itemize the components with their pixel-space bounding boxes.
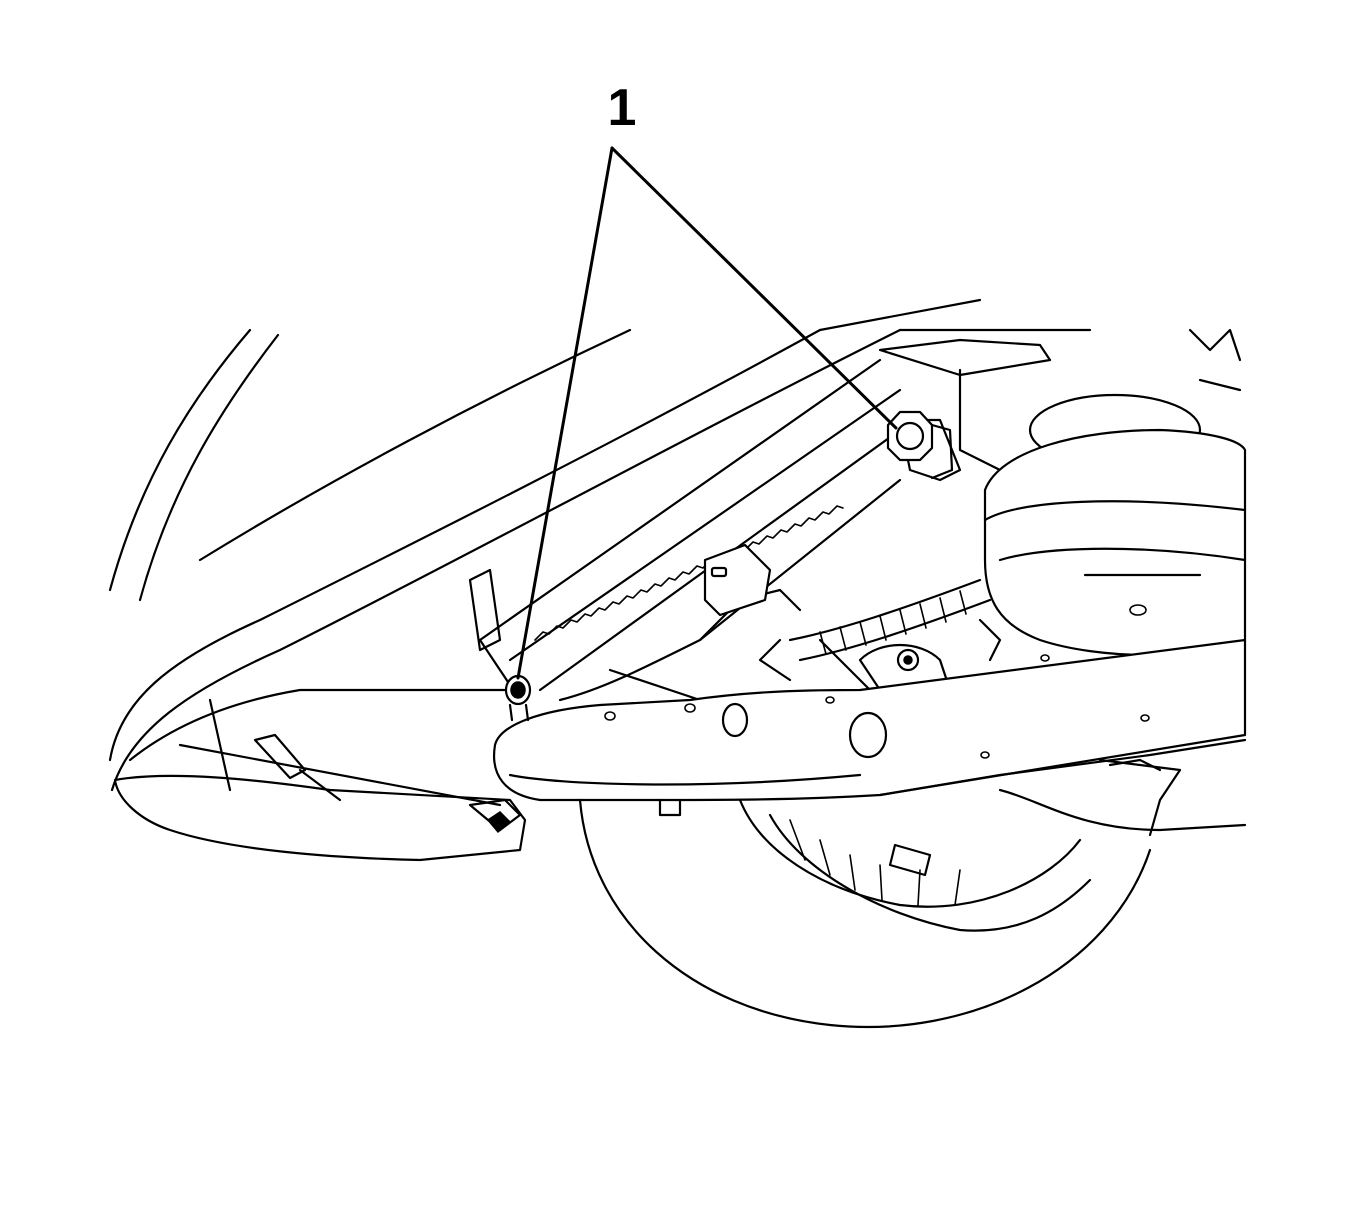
- callout-leader-lines: [516, 146, 898, 680]
- frame-rail: [468, 358, 902, 702]
- callout-label-1: 1: [607, 79, 637, 137]
- rotor-disc: [983, 393, 1247, 657]
- fastener-nut-right: [886, 410, 954, 480]
- hose-assembly: [758, 578, 992, 692]
- suspension-knuckle: [858, 618, 1002, 702]
- underbody-panel: [878, 738, 1247, 837]
- splash-shield: [113, 688, 527, 862]
- upper-crossmember: [878, 328, 1242, 482]
- fender-panel: [108, 298, 1092, 792]
- fastener-bolt-left: [504, 674, 532, 722]
- tire: [578, 798, 1152, 1029]
- lower-control-arm: [493, 638, 1247, 817]
- slotted-bracket: [703, 543, 772, 617]
- serrated-edge: [534, 505, 844, 641]
